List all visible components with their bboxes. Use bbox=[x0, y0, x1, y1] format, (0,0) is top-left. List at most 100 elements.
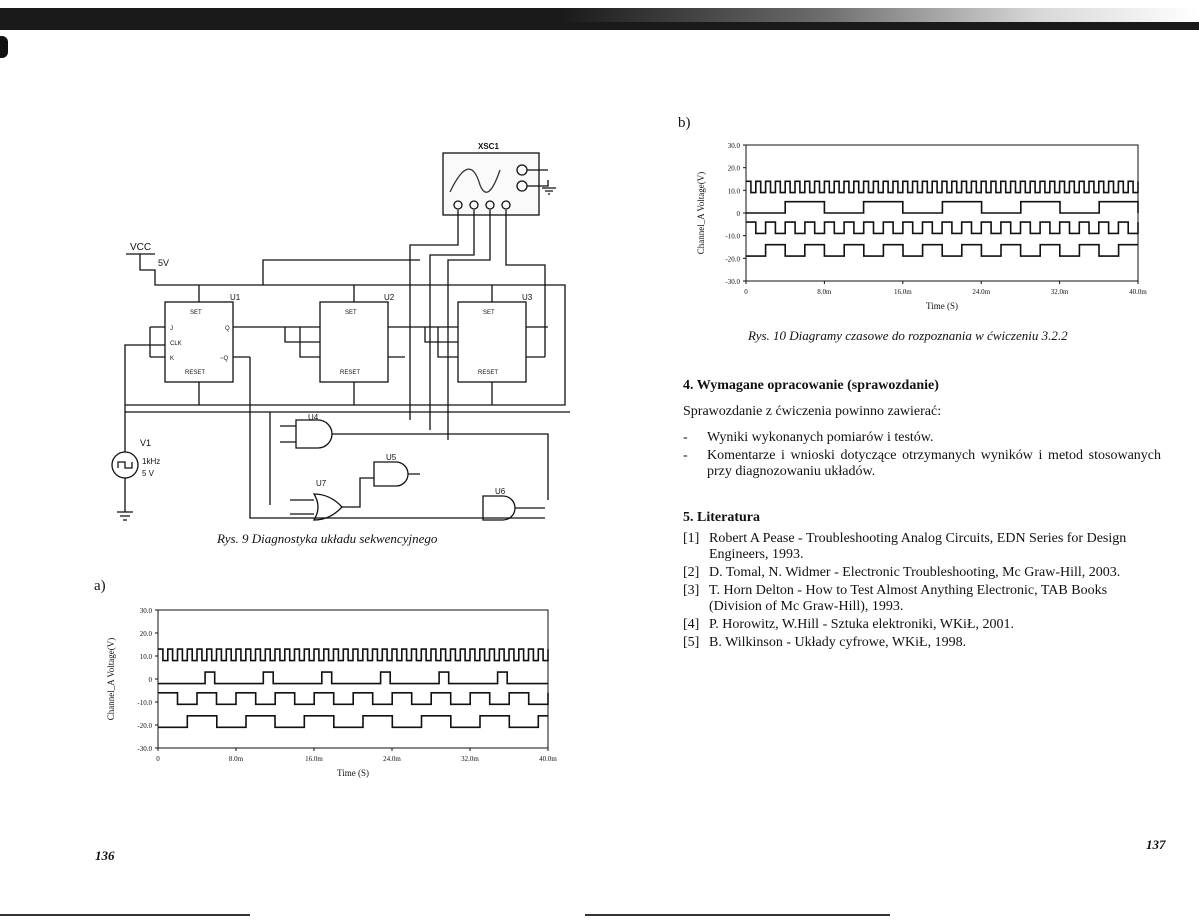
series-line-1 bbox=[158, 648, 549, 662]
list-item: [3] T. Horn Delton - How to Test Almost A… bbox=[683, 583, 1161, 615]
x-tick-label: 16.0m bbox=[305, 755, 323, 763]
x-tick-label: 8.0m bbox=[817, 288, 832, 296]
y-tick-label: 10.0 bbox=[140, 653, 153, 661]
y-tick-label: -20.0 bbox=[137, 722, 152, 730]
series-line-1 bbox=[746, 180, 1139, 194]
chart-b: 30.0 20.0 10.0 0 -10.0 -20.0 -30.0 0 8.0m 16.0m 24… bbox=[696, 142, 1147, 311]
series-line-3 bbox=[746, 221, 1139, 235]
y-tick-label: -10.0 bbox=[137, 699, 152, 707]
y-tick-label: 0 bbox=[149, 676, 153, 684]
gate6-label: U6 bbox=[495, 487, 506, 496]
ref-number: [4] bbox=[683, 617, 700, 632]
y-tick-label: -10.0 bbox=[725, 233, 740, 241]
page-number-left: 136 bbox=[95, 848, 115, 863]
ff2-label: U2 bbox=[384, 293, 395, 302]
bottom-rule-left bbox=[0, 914, 250, 916]
x-tick-label: 0 bbox=[156, 755, 160, 763]
gate7-label: U7 bbox=[316, 479, 327, 488]
section5-title: 5. Literatura bbox=[683, 510, 760, 525]
panel-b-label: b) bbox=[678, 115, 691, 131]
circuit-schematic: XSC1 VCC 5V U1 U2 U3 SET SET SET RESET R… bbox=[111, 142, 570, 521]
y-tick-label: 10.0 bbox=[728, 187, 741, 195]
gate4-label: U4 bbox=[308, 413, 319, 422]
ff1-k: K bbox=[170, 356, 174, 362]
x-tick-label: 40.0m bbox=[539, 755, 557, 763]
bullet-text: Wyniki wykonanych pomiarów i testów. bbox=[707, 430, 934, 445]
series-line-3 bbox=[158, 692, 549, 706]
bullet-text: Komentarze i wnioski dotyczące otrzymany… bbox=[707, 448, 1161, 479]
ff1-reset: RESET bbox=[185, 370, 205, 376]
y-axis-label: Channel_A Voltage(V) bbox=[696, 172, 706, 254]
ff3-label: U3 bbox=[522, 293, 533, 302]
ff3-set: SET bbox=[483, 310, 495, 316]
ff1-label: U1 bbox=[230, 293, 241, 302]
source-freq: 1kHz bbox=[142, 457, 160, 466]
list-item: [5] B. Wilkinson - Układy cyfrowe, WKiŁ, … bbox=[683, 635, 1161, 651]
x-tick-label: 0 bbox=[744, 288, 748, 296]
y-tick-label: 0 bbox=[737, 210, 741, 218]
y-tick-label: 20.0 bbox=[140, 630, 153, 638]
list-item: [1] Robert A Pease - Troubleshooting Anal… bbox=[683, 531, 1161, 563]
section4-bullets: -Wyniki wykonanych pomiarów i testów. -K… bbox=[683, 430, 1161, 482]
gate5-label: U5 bbox=[386, 453, 397, 462]
ref-number: [5] bbox=[683, 635, 700, 650]
series-line-2 bbox=[746, 200, 1139, 214]
ref-text: T. Horn Delton - How to Test Almost Anyt… bbox=[709, 583, 1108, 614]
scope-label: XSC1 bbox=[478, 142, 499, 151]
chart-a: 30.0 20.0 10.0 0 -10.0 -20.0 -30.0 0 8.0m 16.0m 24… bbox=[106, 607, 557, 778]
section4-title: 4. Wymagane opracowanie (sprawozdanie) bbox=[683, 378, 939, 393]
source-amp: 5 V bbox=[142, 469, 155, 478]
y-tick-label: 30.0 bbox=[728, 142, 741, 150]
list-item: [4] P. Horowitz, W.Hill - Sztuka elektron… bbox=[683, 617, 1161, 633]
bottom-rule-right bbox=[585, 914, 890, 916]
ff1-clk: CLK bbox=[170, 341, 182, 347]
list-item: -Wyniki wykonanych pomiarów i testów. bbox=[683, 430, 934, 445]
x-tick-label: 32.0m bbox=[461, 755, 479, 763]
ref-number: [1] bbox=[683, 531, 700, 546]
section4-intro: Sprawozdanie z ćwiczenia powinno zawiera… bbox=[683, 404, 942, 419]
vcc-label: VCC bbox=[130, 242, 151, 253]
x-tick-label: 24.0m bbox=[972, 288, 990, 296]
ff3-reset: RESET bbox=[478, 370, 498, 376]
y-tick-label: -20.0 bbox=[725, 255, 740, 263]
x-tick-label: 8.0m bbox=[229, 755, 244, 763]
ref-text: P. Horowitz, W.Hill - Sztuka elektroniki… bbox=[709, 617, 1014, 632]
y-axis-label: Channel_A Voltage(V) bbox=[106, 638, 116, 720]
x-tick-label: 16.0m bbox=[894, 288, 912, 296]
x-axis-label: Time (S) bbox=[926, 301, 958, 311]
list-item: -Komentarze i wnioski dotyczące otrzyman… bbox=[683, 448, 1161, 479]
y-tick-label: -30.0 bbox=[137, 745, 152, 753]
x-tick-label: 40.0m bbox=[1129, 288, 1147, 296]
scan-top-bar-fade bbox=[560, 8, 1199, 22]
plot-frame bbox=[157, 609, 549, 749]
series-line-4 bbox=[746, 243, 1138, 257]
source-label: V1 bbox=[140, 438, 151, 448]
ff1-qn: ~Q bbox=[220, 356, 229, 362]
list-item: [2] D. Tomal, N. Widmer - Electronic Trou… bbox=[683, 565, 1161, 581]
y-tick-label: 20.0 bbox=[728, 165, 741, 173]
ref-number: [2] bbox=[683, 565, 700, 580]
ff1-j: J bbox=[170, 326, 173, 332]
x-tick-label: 24.0m bbox=[383, 755, 401, 763]
ref-number: [3] bbox=[683, 583, 700, 598]
vcc-value: 5V bbox=[158, 258, 169, 268]
page-number-right: 137 bbox=[1146, 837, 1166, 852]
ff1-set: SET bbox=[190, 310, 202, 316]
ref-text: D. Tomal, N. Widmer - Electronic Trouble… bbox=[709, 565, 1121, 580]
ref-text: Robert A Pease - Troubleshooting Analog … bbox=[709, 531, 1127, 562]
ff2-set: SET bbox=[345, 310, 357, 316]
y-tick-label: -30.0 bbox=[725, 278, 740, 286]
series-line-2 bbox=[158, 671, 548, 685]
references-list: [1] Robert A Pease - Troubleshooting Anal… bbox=[683, 531, 1161, 653]
figure10-caption: Rys. 10 Diagramy czasowe do rozpoznania … bbox=[748, 328, 1068, 343]
ff1-q: Q bbox=[225, 326, 230, 332]
series-line-4 bbox=[158, 715, 548, 729]
x-tick-label: 32.0m bbox=[1051, 288, 1069, 296]
ref-text: B. Wilkinson - Układy cyfrowe, WKiŁ, 199… bbox=[709, 635, 967, 650]
figure9-caption: Rys. 9 Diagnostyka układu sekwencyjnego bbox=[217, 531, 438, 546]
binding-edge-mark bbox=[0, 36, 8, 58]
y-tick-label: 30.0 bbox=[140, 607, 153, 615]
panel-a-label: a) bbox=[94, 578, 106, 594]
x-axis-label: Time (S) bbox=[337, 768, 369, 778]
ff2-reset: RESET bbox=[340, 370, 360, 376]
